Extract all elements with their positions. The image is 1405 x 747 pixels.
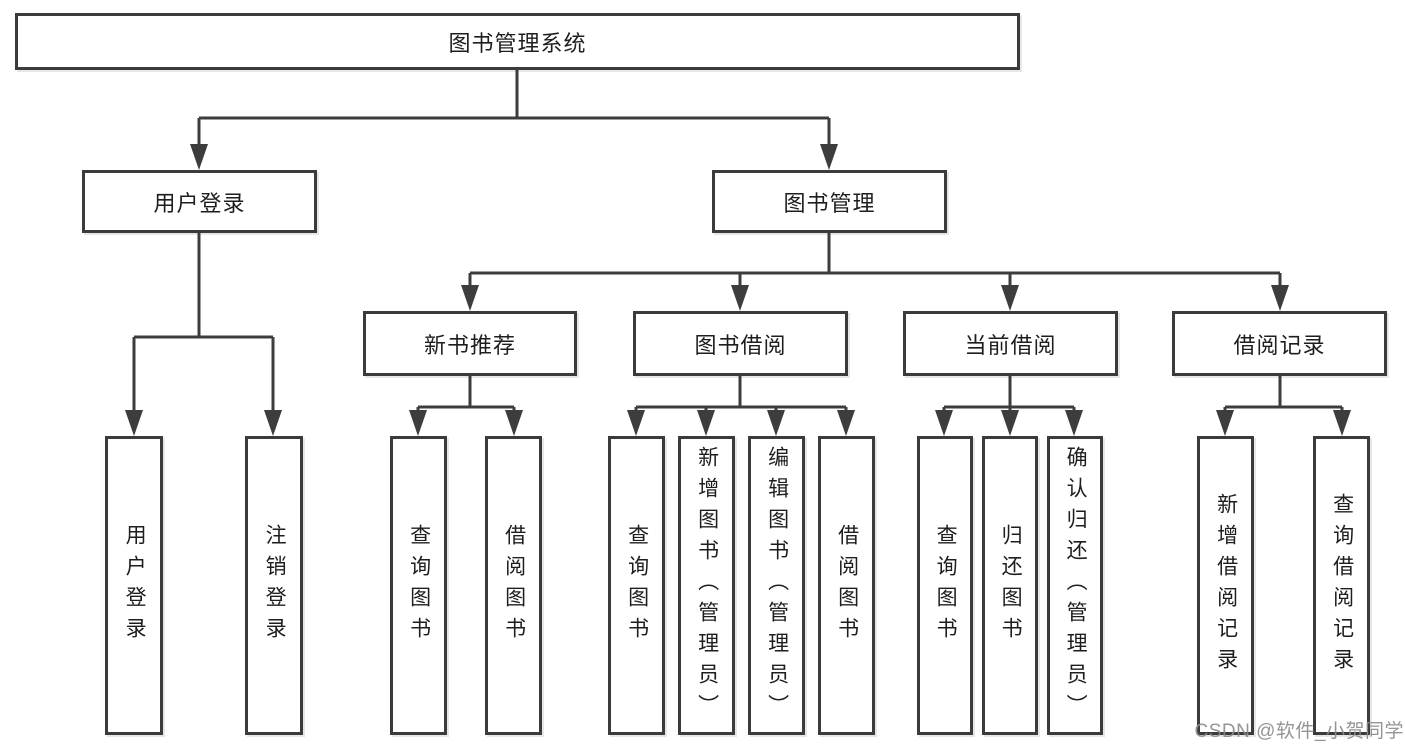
leaf-label: 编辑图书（管理员） (765, 446, 789, 725)
leaf-label: 新增借阅记录 (1214, 492, 1238, 679)
leaf-label: 注销登录 (263, 523, 287, 648)
leaf-add-book-admin: 新增图书（管理员） (678, 436, 735, 735)
leaf-label: 查询图书 (407, 523, 431, 648)
leaf-add-borrow-record: 新增借阅记录 (1197, 436, 1254, 735)
leaf-label: 查询图书 (625, 523, 649, 648)
connector-borrowing-records-children (1216, 376, 1351, 436)
connector-root-to-level1 (190, 70, 838, 170)
leaf-confirm-return-admin: 确认归还（管理员） (1047, 436, 1103, 735)
leaf-borrow-books-recommend: 借阅图书 (485, 436, 542, 735)
leaf-query-books-current: 查询图书 (917, 436, 973, 735)
leaf-borrow-books: 借阅图书 (818, 436, 875, 735)
node-library-system: 图书管理系统 (15, 13, 1020, 70)
connector-book-borrowing-children (627, 376, 855, 436)
node-user-login: 用户登录 (82, 170, 317, 233)
leaf-label: 查询图书 (934, 523, 958, 648)
leaf-edit-book-admin: 编辑图书（管理员） (748, 436, 805, 735)
leaf-user-login: 用户登录 (105, 436, 163, 735)
connector-current-borrowing-children (935, 376, 1083, 436)
node-book-management: 图书管理 (712, 170, 947, 233)
leaf-label: 借阅图书 (835, 523, 859, 648)
node-new-book-recommend: 新书推荐 (363, 311, 577, 376)
leaf-query-borrow-record: 查询借阅记录 (1313, 436, 1370, 735)
leaf-label: 新增图书（管理员） (695, 446, 719, 725)
leaf-label: 借阅图书 (502, 523, 526, 648)
leaf-query-books-recommend: 查询图书 (390, 436, 447, 735)
watermark: CSDN @软件_小贺同学 (1194, 721, 1404, 742)
connector-book-management-to-level2 (461, 233, 1289, 311)
connector-user-login-children (125, 233, 282, 436)
leaf-logout: 注销登录 (245, 436, 303, 735)
leaf-label: 查询借阅记录 (1330, 492, 1354, 679)
leaf-label: 归还图书 (999, 523, 1023, 648)
leaf-query-books-borrowing: 查询图书 (608, 436, 665, 735)
node-borrowing-records: 借阅记录 (1172, 311, 1387, 376)
connector-new-book-recommend-children (409, 376, 523, 436)
leaf-label: 用户登录 (123, 523, 147, 648)
node-current-borrowing: 当前借阅 (903, 311, 1118, 376)
node-book-borrowing: 图书借阅 (633, 311, 848, 376)
leaf-label: 确认归还（管理员） (1064, 446, 1088, 725)
leaf-return-books: 归还图书 (982, 436, 1038, 735)
